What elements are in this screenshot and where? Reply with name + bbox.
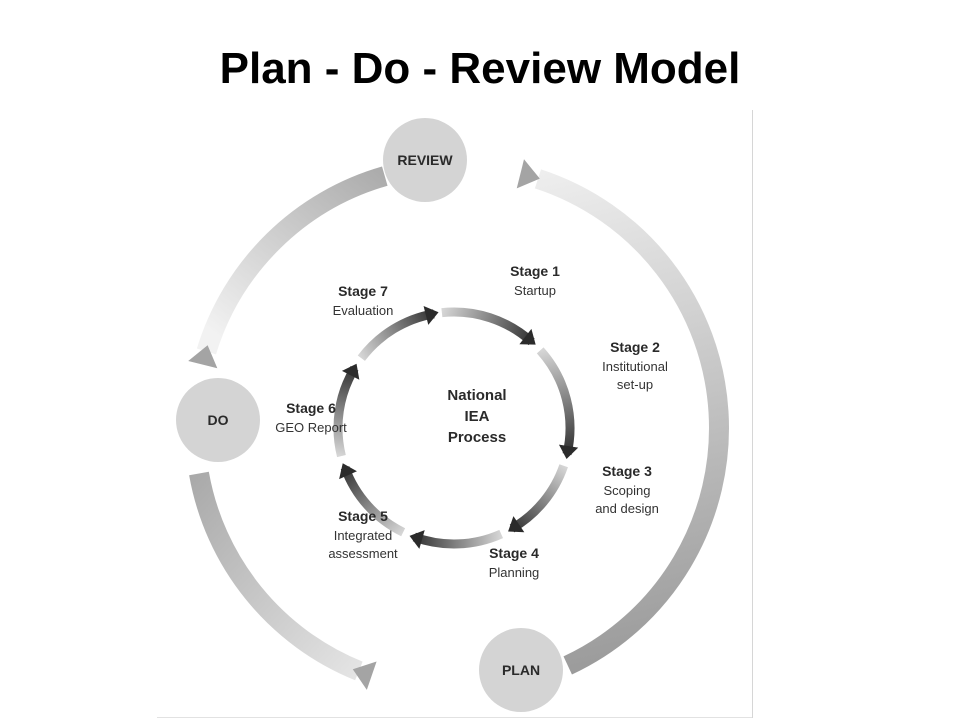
stage-description: Planning — [489, 565, 540, 580]
stage-5: Stage 5 Integrated assessment — [328, 508, 398, 561]
node-label: REVIEW — [397, 152, 453, 168]
outer-arc-plan-to-do — [189, 471, 363, 681]
outer-arc-review-to-plan — [534, 169, 729, 675]
node-label: PLAN — [502, 662, 540, 678]
inner-arrowhead-3 — [508, 516, 525, 533]
stage-4: Stage 4 Planning — [489, 545, 540, 580]
node-label: DO — [208, 412, 229, 428]
node-circle — [383, 118, 467, 202]
inner-arc-2 — [536, 347, 575, 456]
inner-arrowhead-6 — [341, 363, 360, 380]
node-review: REVIEW — [383, 118, 467, 202]
inner-arc-3 — [509, 464, 568, 533]
inner-ring — [333, 305, 579, 549]
center-label-line: Process — [448, 429, 506, 446]
stage-description: Integrated — [334, 528, 393, 543]
stage-description: set-up — [617, 377, 653, 392]
stage-title: Stage 2 — [610, 339, 660, 355]
node-circle — [176, 378, 260, 462]
stage-description: GEO Report — [275, 420, 347, 435]
stage-title: Stage 3 — [602, 463, 652, 479]
stage-description: Institutional — [602, 359, 668, 374]
arrowhead-to-review-right — [516, 159, 540, 189]
inner-arc-1 — [441, 307, 535, 346]
inner-arrowhead-5 — [339, 463, 357, 480]
outer-arc-do-to-review — [196, 166, 388, 355]
inner-arc-6 — [333, 365, 359, 458]
arrowhead-toward-review — [188, 345, 218, 369]
stage-title: Stage 7 — [338, 283, 388, 299]
inner-arc-4 — [412, 529, 504, 549]
stage-title: Stage 5 — [338, 508, 388, 524]
inner-arc-7 — [357, 309, 435, 361]
node-circle — [479, 628, 563, 712]
stage-title: Stage 4 — [489, 545, 539, 561]
stage-3: Stage 3 Scoping and design — [595, 463, 659, 516]
node-plan: PLAN — [479, 628, 563, 712]
center-label-line: IEA — [464, 408, 489, 425]
arrowhead-toward-do — [352, 661, 377, 690]
center-label-line: National — [447, 387, 506, 404]
outer-nodes: REVIEW DO PLAN — [176, 118, 563, 712]
inner-arrowhead-4 — [409, 530, 425, 549]
node-do: DO — [176, 378, 260, 462]
stage-description: and design — [595, 501, 659, 516]
stage-title: Stage 6 — [286, 400, 336, 416]
stage-1: Stage 1 Startup — [510, 263, 560, 298]
inner-arrowhead-1 — [519, 328, 536, 345]
stage-description: assessment — [328, 546, 398, 561]
page-title: Plan - Do - Review Model — [219, 44, 741, 93]
stage-description: Scoping — [604, 483, 651, 498]
inner-arrowhead-2 — [558, 444, 579, 459]
stage-title: Stage 1 — [510, 263, 560, 279]
outer-ring — [188, 159, 729, 690]
inner-arrowhead-7 — [423, 305, 439, 325]
stage-2: Stage 2 Institutional set-up — [602, 339, 668, 392]
stage-7: Stage 7 Evaluation — [333, 283, 394, 318]
inner-arc-5 — [340, 466, 406, 537]
stage-description: Startup — [514, 283, 556, 298]
stage-6: Stage 6 GEO Report — [275, 400, 347, 435]
stage-description: Evaluation — [333, 303, 394, 318]
